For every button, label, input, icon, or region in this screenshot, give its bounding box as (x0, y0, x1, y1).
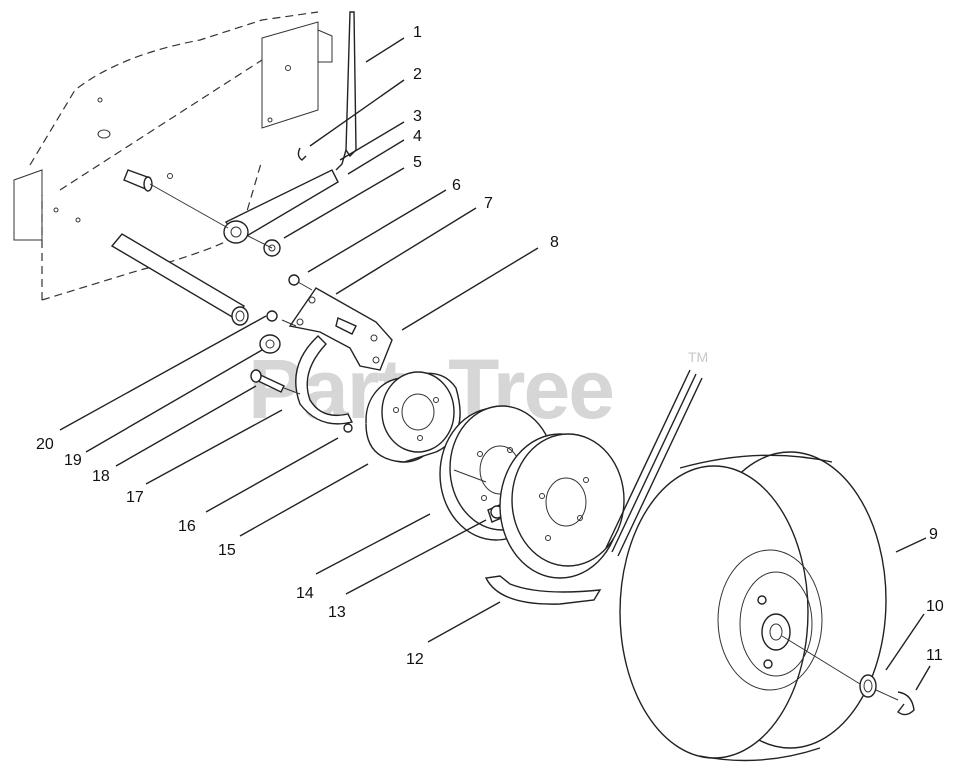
callout-9: 9 (929, 526, 938, 543)
retaining-clip-part (897, 691, 915, 716)
brake-drum-part (365, 371, 461, 463)
callout-17: 17 (126, 489, 144, 506)
bracket-part (288, 287, 393, 371)
pivot-pin-part (123, 169, 153, 192)
leader-lines (59, 37, 931, 691)
callout-7: 7 (484, 195, 493, 212)
cotter-pin-part (297, 147, 307, 161)
callout-1: 1 (413, 24, 422, 41)
frame-part (13, 11, 333, 301)
centerlines (149, 183, 899, 701)
callout-16: 16 (178, 518, 196, 535)
v-belt-part (484, 369, 703, 605)
callout-6: 6 (452, 177, 461, 194)
lever-arm-part (223, 169, 339, 244)
washer-parts (259, 239, 300, 354)
pulley-front-part (499, 433, 625, 579)
callout-19: 19 (64, 452, 82, 469)
callout-8: 8 (550, 234, 559, 251)
brake-rod-part (335, 11, 357, 171)
callout-11: 11 (926, 647, 943, 664)
callout-2: 2 (413, 66, 422, 83)
brake-band-part (295, 335, 354, 433)
callout-4: 4 (413, 128, 422, 145)
callout-15: 15 (218, 542, 236, 559)
callout-13: 13 (328, 604, 346, 621)
bolt-part (250, 369, 285, 393)
callout-20: 20 (36, 436, 54, 453)
callout-14: 14 (296, 585, 314, 602)
watermark-trademark: TM (688, 349, 708, 365)
hub-washer-part (859, 674, 877, 698)
wheel-part (619, 451, 887, 762)
callout-12: 12 (406, 651, 424, 668)
callout-18: 18 (92, 468, 110, 485)
shaft-part (110, 233, 249, 326)
callout-10: 10 (926, 598, 944, 615)
callout-labels: 1 2 3 4 5 6 7 8 9 10 11 12 13 14 15 16 1… (36, 24, 944, 668)
callout-3: 3 (413, 108, 422, 125)
callout-5: 5 (413, 154, 422, 171)
